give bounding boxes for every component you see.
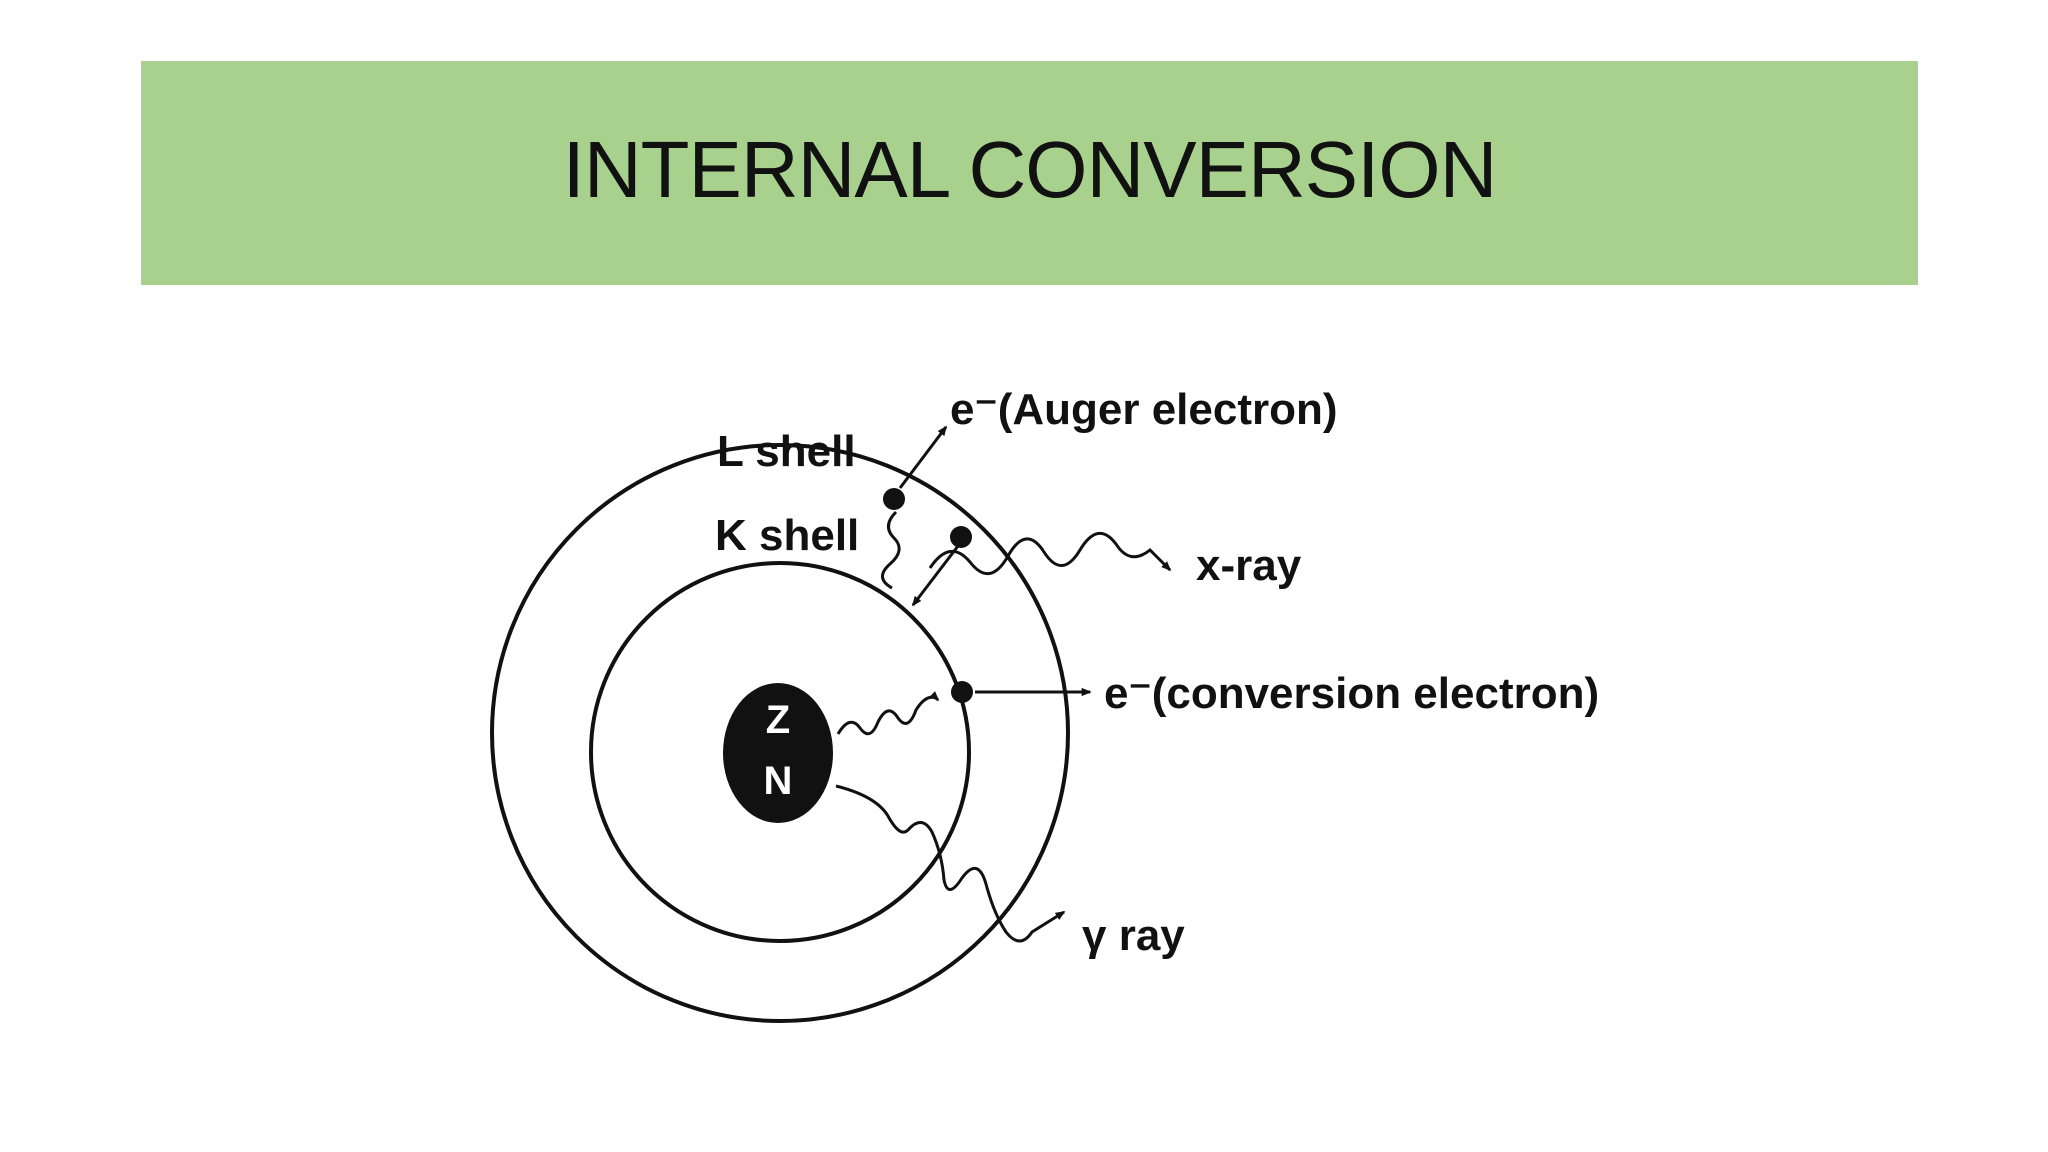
gamma-wave (835, 784, 1066, 943)
xray-label: x-ray (1196, 541, 1302, 590)
auger-electron-label: e⁻(Auger electron) (950, 385, 1338, 434)
l-shell-circle (490, 443, 1070, 1023)
nucleus-z-label: Z (766, 698, 790, 742)
nucleus (723, 683, 833, 823)
internal-gamma-wave (836, 691, 940, 736)
xray-wave (928, 532, 1172, 575)
auger-electron-dot (883, 488, 905, 510)
auger-arrow (898, 425, 948, 489)
l-shell-electron-dot (950, 526, 972, 548)
transition-arrow (911, 545, 960, 607)
conversion-electron-label: e⁻(conversion electron) (1104, 669, 1599, 718)
slide-title: INTERNAL CONVERSION (562, 125, 1498, 214)
conversion-electron-dot (951, 681, 973, 703)
gamma-ray-label: γ ray (1082, 911, 1185, 960)
xray-absorption-wave (881, 510, 901, 590)
k-shell-circle (589, 561, 971, 943)
k-shell-label: K shell (715, 511, 859, 560)
title-band: INTERNAL CONVERSION (141, 61, 1918, 285)
l-shell-label: L shell (717, 427, 856, 476)
nucleus-n-label: N (764, 759, 793, 803)
